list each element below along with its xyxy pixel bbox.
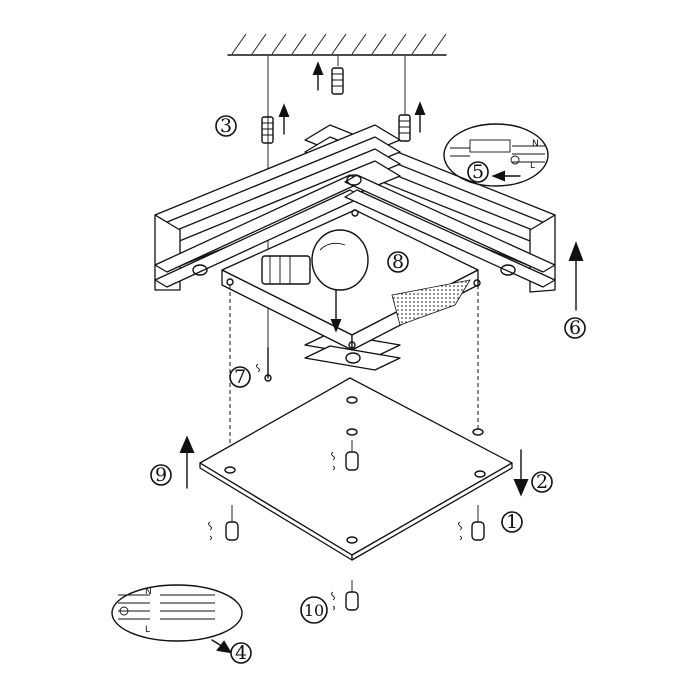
callout-6-text: 6 <box>569 317 581 339</box>
callout-9: 9 <box>150 464 172 486</box>
callout-1-text: 1 <box>506 511 518 533</box>
wiring-detail-top: N L <box>443 123 549 187</box>
wooden-frame <box>154 124 556 371</box>
callout-4: 4 <box>230 642 252 664</box>
callout-9-text: 9 <box>155 464 167 486</box>
wall-plug-left <box>261 103 290 144</box>
callout-5-text: 5 <box>472 161 484 183</box>
callout-8: 8 <box>387 251 409 273</box>
callout-7: 7 <box>229 366 251 388</box>
callout-10: 10 <box>300 596 328 624</box>
wiring-bottom-n-label: N <box>145 587 152 597</box>
callout-5: 5 <box>467 161 489 183</box>
knob-screws <box>208 440 485 611</box>
direction-arrows <box>179 241 584 497</box>
wall-plug-right <box>398 101 426 142</box>
lamp-housing <box>221 209 481 351</box>
callout-7-text: 7 <box>234 366 246 388</box>
wall-plug-center <box>312 61 344 95</box>
callout-10-text: 10 <box>304 601 324 620</box>
light-bulb <box>261 229 369 333</box>
mounting-screw <box>256 347 272 382</box>
wiring-top-n-label: N <box>532 139 539 149</box>
callout-3-text: 3 <box>220 115 232 137</box>
callout-8-text: 8 <box>392 251 404 273</box>
wiring-top-l-label: L <box>530 161 535 171</box>
callout-3: 3 <box>215 115 237 137</box>
wiring-bottom-l-label: L <box>145 625 150 635</box>
callout-1: 1 <box>501 511 523 533</box>
callout-4-text: 4 <box>235 642 247 664</box>
ceiling <box>227 33 447 56</box>
callout-6: 6 <box>564 317 586 339</box>
glass-plate <box>199 377 513 561</box>
callout-2-text: 2 <box>536 471 548 493</box>
callout-2: 2 <box>531 471 553 493</box>
wiring-detail-bottom: N L <box>111 584 243 654</box>
